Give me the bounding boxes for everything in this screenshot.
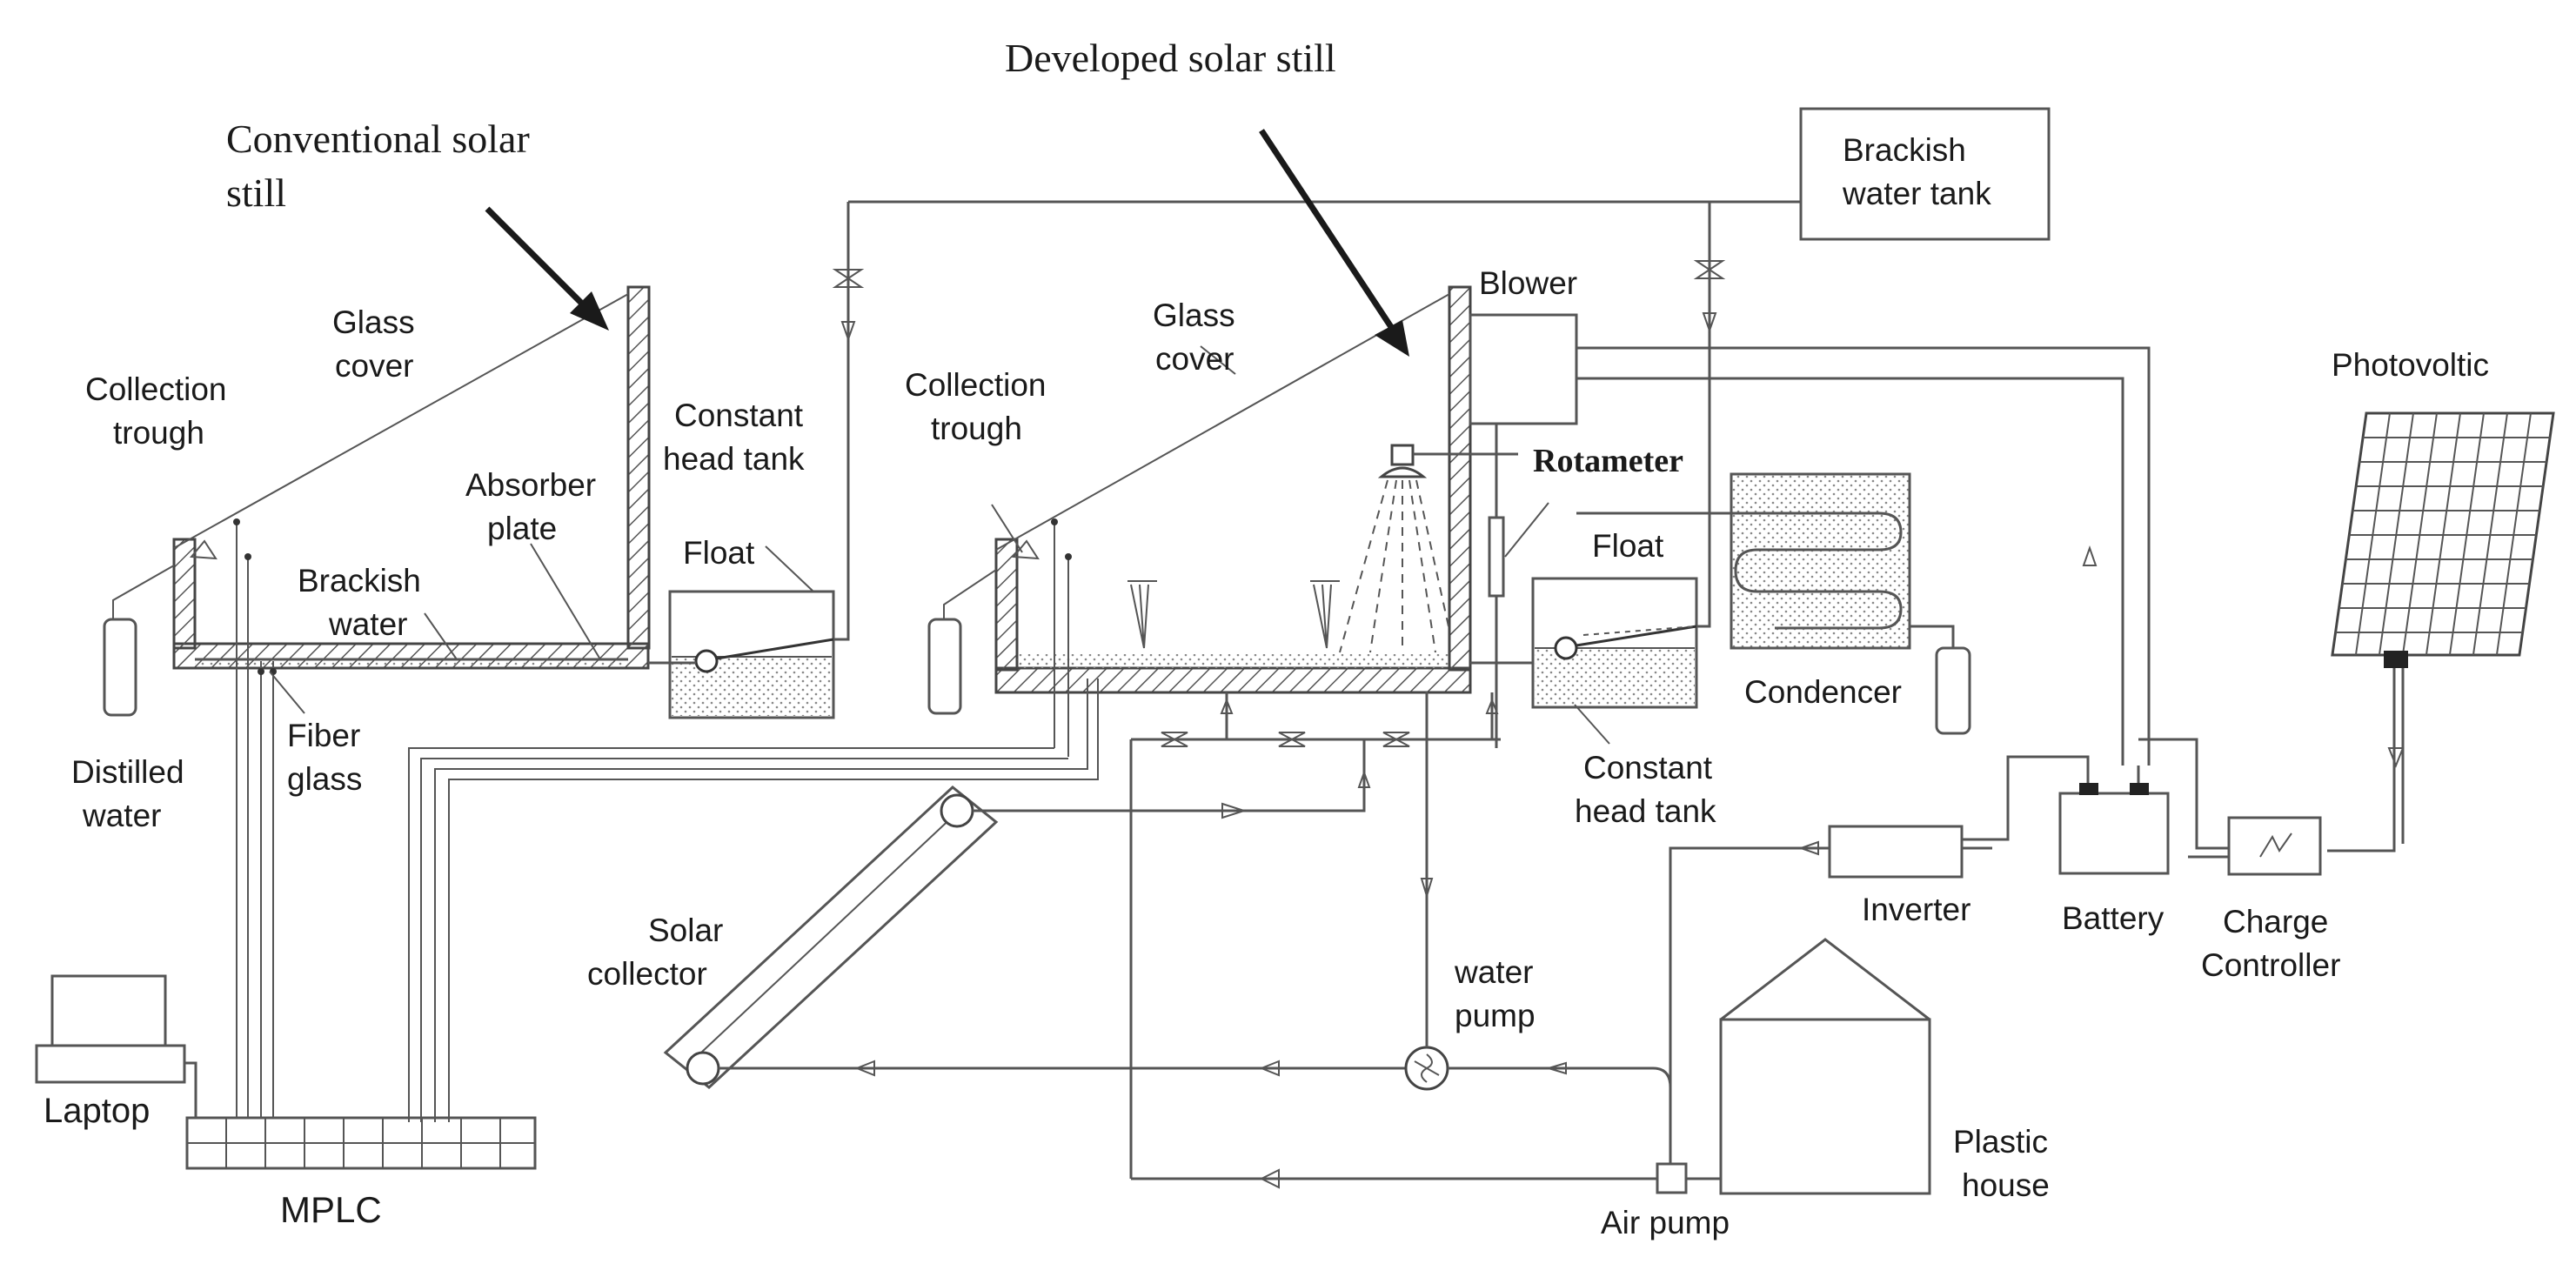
label-condenser: Condencer (1744, 674, 1902, 710)
distilled-water-bottle (103, 618, 137, 717)
glass-cover-1 (173, 293, 629, 549)
constant-head-tank-1 (648, 545, 835, 719)
solar-collector (663, 752, 1414, 1089)
mplc-controller (185, 679, 1099, 1170)
label-mplc: MPLC (280, 1189, 382, 1230)
float-ball-1 (694, 649, 719, 673)
sprinkler-small-2 (1310, 580, 1340, 649)
label-inverter: Inverter (1862, 892, 1970, 927)
label-air-pump: Air pump (1601, 1205, 1730, 1240)
distilled-water-bottle-2 (927, 618, 962, 715)
label-blower: Blower (1479, 265, 1577, 301)
inverter (1669, 825, 1992, 1166)
label-developed-still: Developed solar still (1005, 36, 1336, 80)
battery (1962, 738, 2197, 875)
sprinkler-small-1 (1127, 580, 1157, 649)
conventional-solar-still (103, 285, 651, 1122)
spray-nozzle (1339, 444, 1518, 653)
rotameter (1488, 424, 1549, 748)
air-pump (1131, 1162, 1721, 1194)
valve-1 (832, 269, 865, 288)
valve-2 (1693, 260, 1726, 279)
pv-connector (2384, 651, 2408, 668)
condenser (1576, 472, 1971, 735)
blower (1469, 313, 1578, 425)
label-float-2: Float (1592, 528, 1664, 564)
label-rotameter: Rotameter (1533, 443, 1683, 479)
pointer-arrows (485, 129, 1409, 357)
label-photovoltaic: Photovoltic (2332, 347, 2489, 383)
developed-solar-still (927, 285, 1518, 757)
plastic-house (1719, 938, 1931, 1195)
photovoltaic-panel (2331, 411, 2555, 657)
flow-arrows (854, 802, 1280, 1189)
blower-wiring (1576, 346, 2151, 766)
feed-manifold (1129, 692, 1501, 1179)
label-float-1: Float (683, 535, 755, 571)
label-battery: Battery (2062, 900, 2165, 936)
glass-cover-2 (995, 293, 1450, 551)
water-pump (1404, 692, 1672, 1091)
charge-controller (2166, 738, 2322, 876)
constant-head-tank-2 (1470, 577, 1698, 745)
brackish-water-tank (832, 107, 2051, 641)
label-laptop: Laptop (43, 1092, 150, 1130)
laptop (35, 974, 197, 1120)
